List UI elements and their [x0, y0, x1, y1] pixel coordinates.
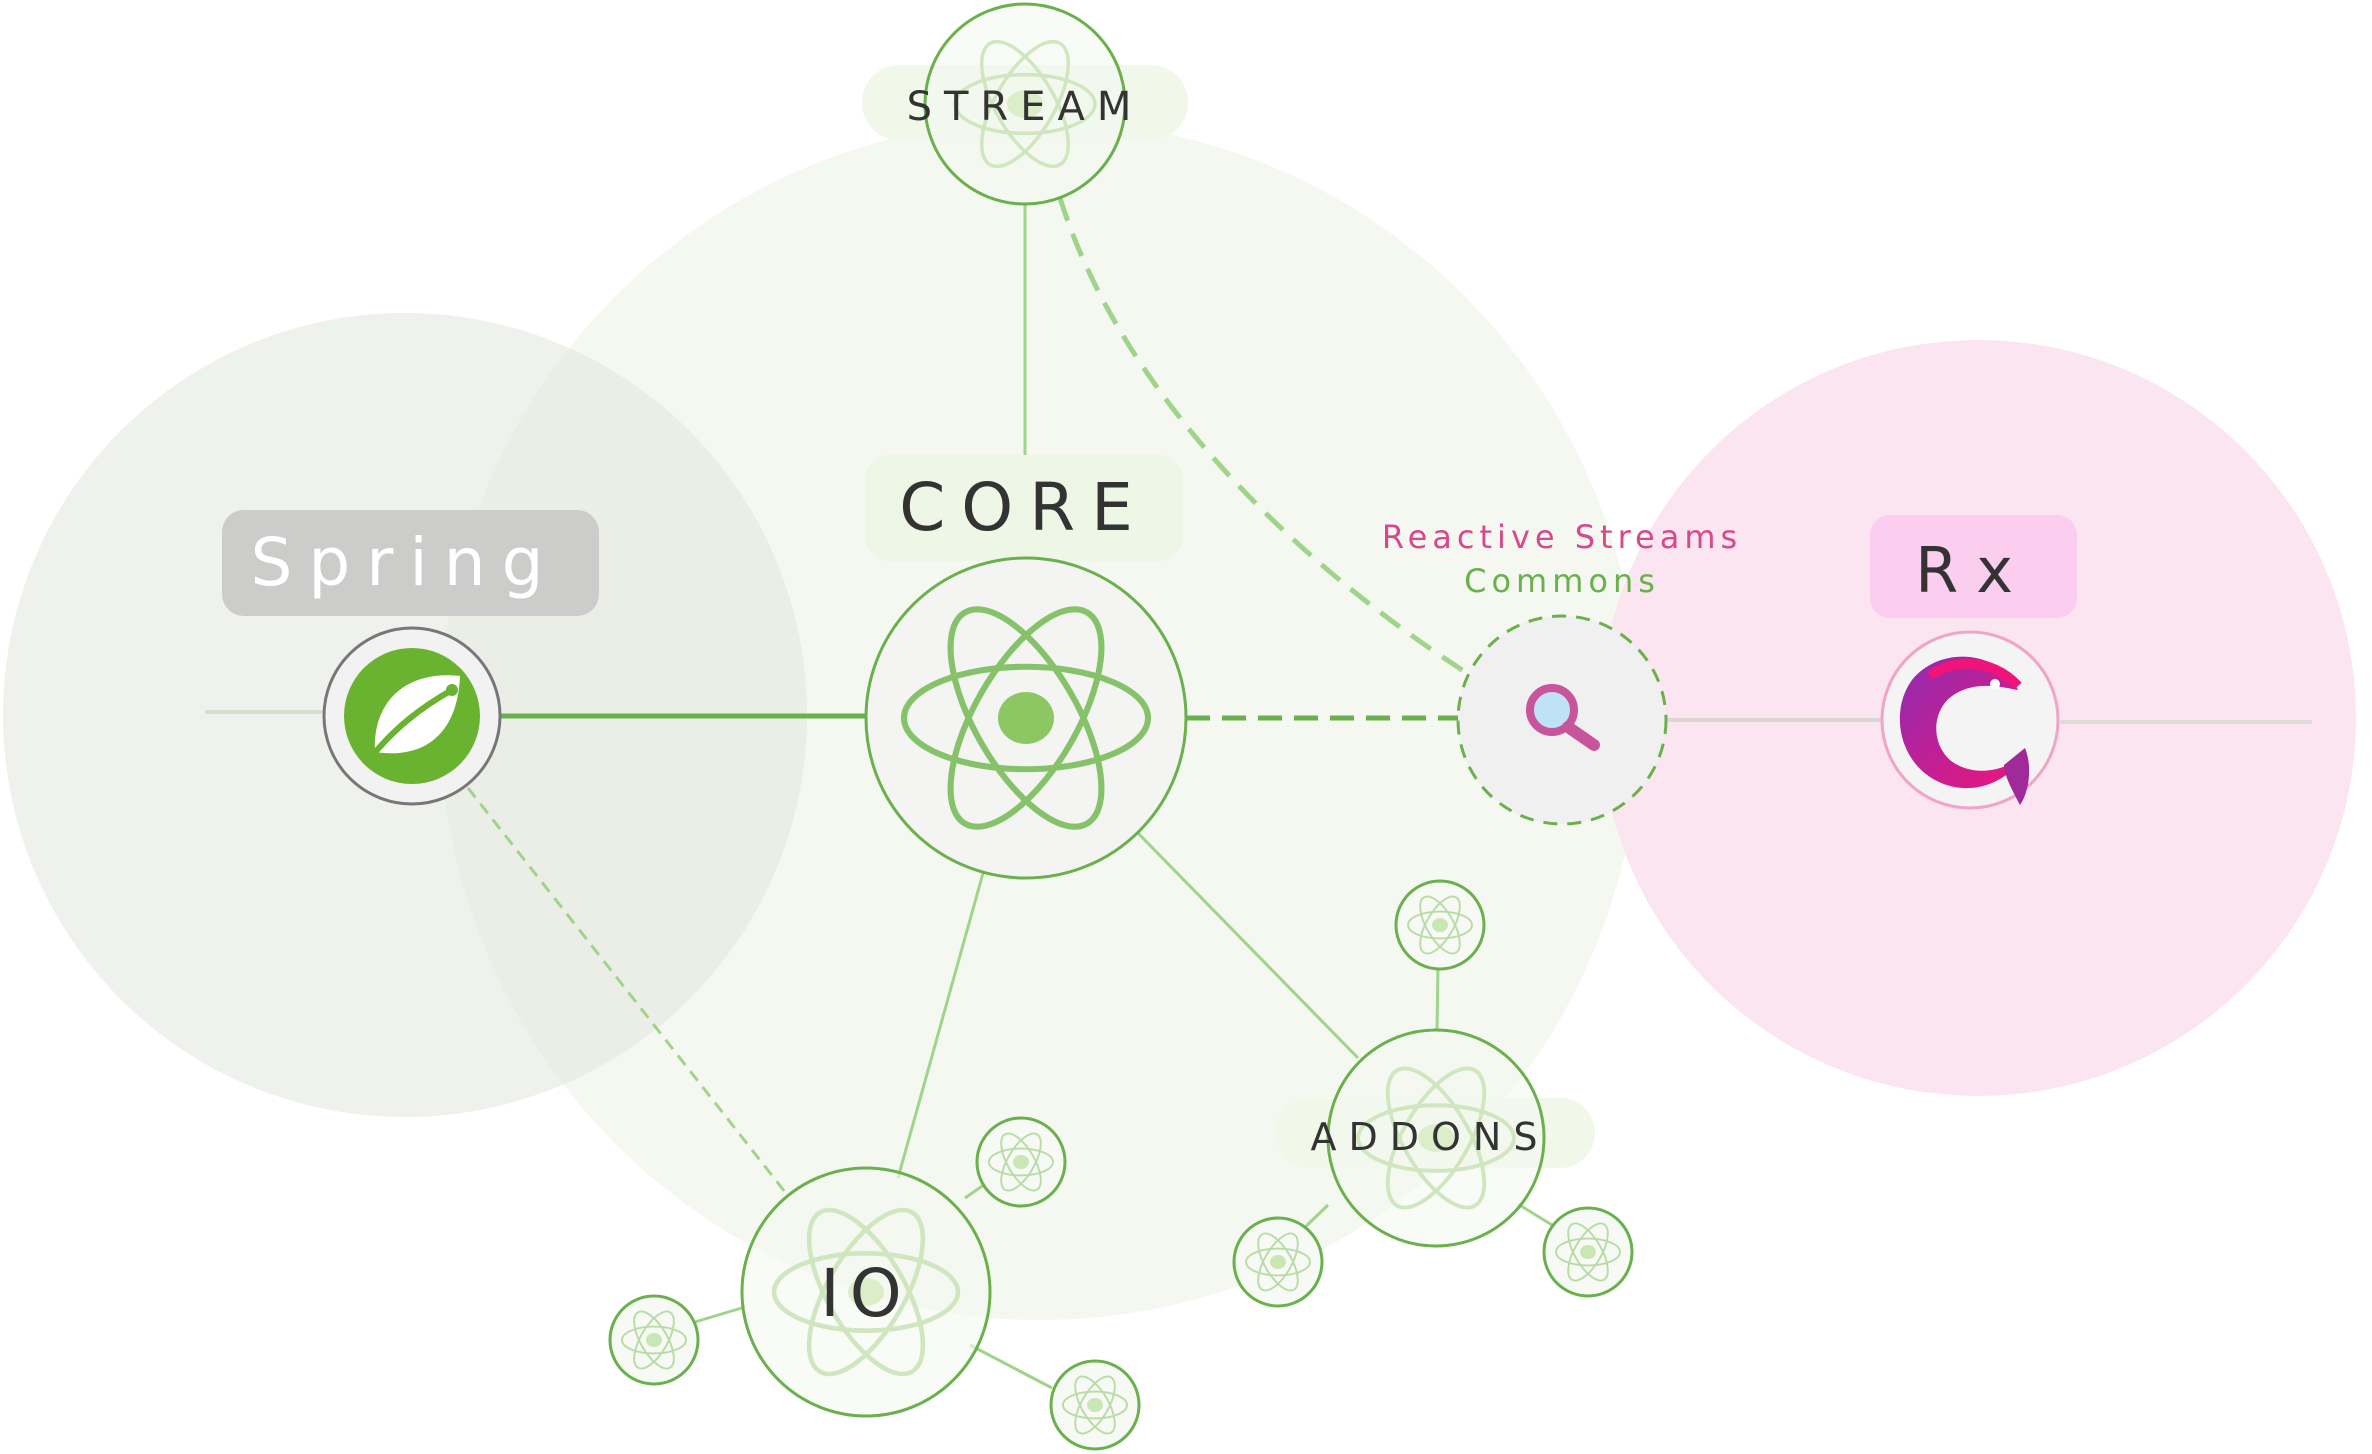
reactive-streams-commons-node[interactable]: Reactive Streams Commons: [1382, 518, 1742, 826]
satellite-module[interactable]: [610, 1296, 698, 1384]
connectors: [205, 197, 2312, 1390]
core-io-line: [896, 865, 987, 1179]
io-sat-bottom-line: [969, 1343, 1053, 1390]
core-node[interactable]: CORE: [865, 455, 1186, 878]
rx-node[interactable]: Rx: [1870, 515, 2077, 810]
satellite-module[interactable]: [977, 1118, 1065, 1206]
satellite-module[interactable]: [1396, 881, 1484, 969]
spring-label-bg: [222, 510, 599, 616]
addons-label: ADDONS: [1311, 1115, 1550, 1159]
addons-node[interactable]: ADDONS: [1275, 1030, 1595, 1246]
atom-nucleus-icon: [998, 692, 1054, 744]
reactive-streams-label: Reactive Streams: [1382, 518, 1742, 556]
reactivex-fish-icon: [1899, 656, 2030, 805]
io-label: IO: [820, 1255, 911, 1332]
satellite-module[interactable]: [1234, 1218, 1322, 1306]
atom-nucleus-icon: [1580, 1245, 1596, 1259]
atom-nucleus-icon: [1087, 1398, 1103, 1412]
spring-label: Spring: [251, 524, 560, 601]
core-addons-line: [1133, 828, 1360, 1060]
spring-io-line: [466, 787, 787, 1193]
core-label-bg: [865, 455, 1183, 561]
core-label: CORE: [899, 469, 1149, 546]
stream-commons-line: [1057, 197, 1472, 678]
stream-label: STREAM: [907, 84, 1144, 130]
atom-nucleus-icon: [1013, 1155, 1029, 1169]
io-sat-left-line: [694, 1305, 746, 1324]
stream-node[interactable]: STREAM: [862, 4, 1188, 204]
commons-label: Commons: [1464, 562, 1660, 600]
atom-nucleus-icon: [646, 1333, 662, 1347]
atom-nucleus-icon: [1432, 918, 1448, 932]
spring-node[interactable]: Spring: [222, 510, 599, 806]
atom-nucleus-icon: [848, 1278, 884, 1306]
atom-nucleus-icon: [1418, 1124, 1454, 1152]
addons-sat-right-line: [1517, 1202, 1553, 1227]
magnifier-icon: [1526, 684, 1600, 751]
satellite-module[interactable]: [1051, 1361, 1139, 1449]
io-node[interactable]: IO: [742, 1168, 990, 1416]
satellite-module[interactable]: [1544, 1208, 1632, 1296]
atom-nucleus-icon: [1270, 1255, 1286, 1269]
rx-label-bg: [1870, 515, 2077, 618]
spring-leaf-icon: [344, 648, 480, 784]
addons-sat-top-line: [1435, 964, 1440, 1031]
rx-label: Rx: [1915, 534, 2031, 607]
atom-nucleus-icon: [1007, 90, 1043, 118]
